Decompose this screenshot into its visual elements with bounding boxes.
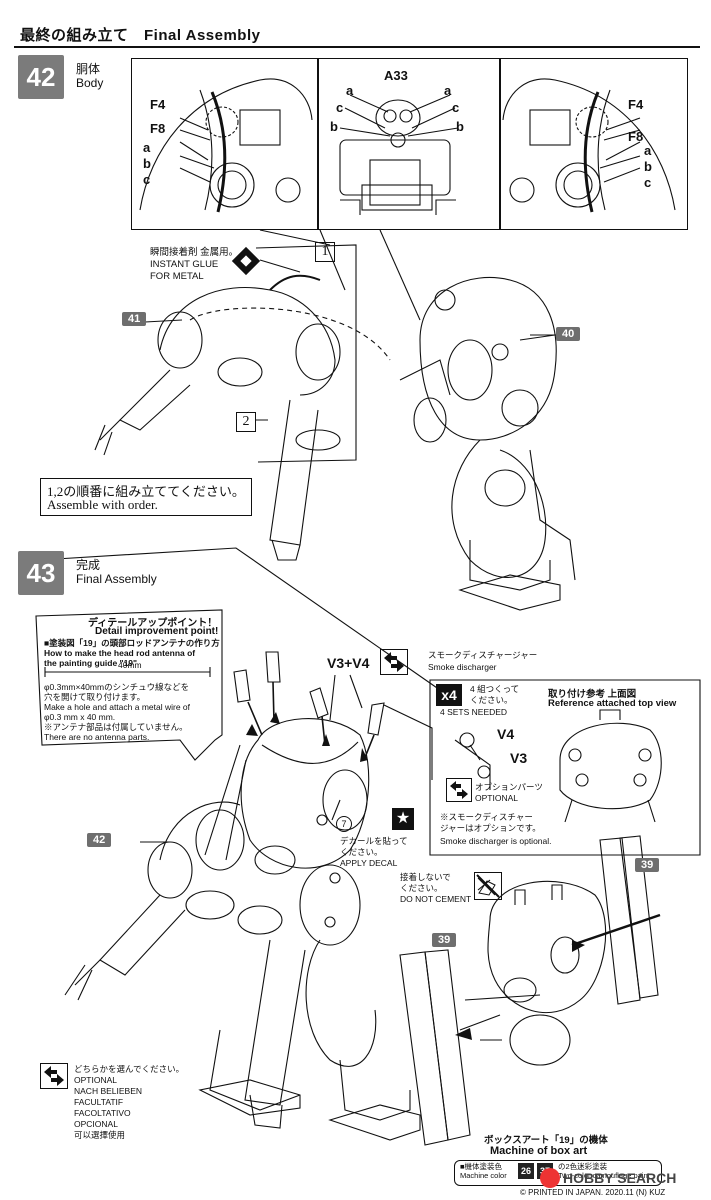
order-note-en: Assemble with order.: [47, 497, 158, 512]
color-chip-26: 26: [518, 1163, 534, 1179]
no-cement-en: DO NOT CEMENT: [400, 894, 472, 904]
tip-line2-en: Make a hole and attach a metal wire of: [44, 702, 190, 712]
box-art-title-jp: ボックスアート「19」の機体: [484, 1135, 608, 1146]
step42-name-en: Body: [76, 76, 104, 90]
label-b-right: b: [644, 159, 652, 174]
optional-parts-en: OPTIONAL: [475, 793, 518, 803]
order-note-box: [40, 478, 252, 516]
header-rule: [14, 18, 700, 48]
machine-color-jp: ■機体塗装色: [460, 1162, 503, 1171]
step43-name-jp: 完成: [76, 558, 101, 572]
step-number-43: 43: [18, 551, 64, 595]
tip-line3-jp: ※アンテナ部品は付属していません。: [44, 722, 188, 732]
make4-jp: 4 組つくって: [470, 684, 520, 694]
label-b-left: b: [143, 156, 151, 171]
hobby-search-logo-icon: [540, 1168, 560, 1188]
label-f4-left: F4: [150, 97, 166, 112]
make4-jp2: ください。: [470, 695, 513, 705]
quantity-badge: x4: [436, 684, 462, 706]
label-c-center-l: c: [336, 100, 344, 115]
box-art-title-en: Machine of box art: [490, 1145, 588, 1157]
box-art-color-box: [454, 1160, 662, 1186]
tip-title-en: Detail improvement point!: [95, 626, 219, 637]
watermark: HOBBY SEARCH: [563, 1170, 677, 1186]
label-c-left: c: [143, 172, 151, 187]
option-legend-de: NACH BELIEBEN: [74, 1086, 143, 1096]
ref-view-en: Reference attached top view: [548, 698, 677, 709]
tip-line1-en2: the painting guide "19": [44, 658, 138, 668]
smoke-note-jp2: ジャーはオプションです。: [440, 823, 541, 833]
label-f8-left: F8: [150, 121, 166, 136]
tip-dimension: 40mm: [118, 660, 142, 670]
label-a33: A33: [384, 68, 408, 83]
machine-color-en: Machine color: [460, 1171, 507, 1180]
tip-line1-en: How to make the head rod antenna of: [44, 648, 196, 658]
camo-en: Two-color camouflage paint: [558, 1171, 650, 1180]
decal-star-icon: ★: [392, 808, 414, 830]
label-v3: V3: [510, 750, 528, 766]
label-b-center-l: b: [330, 119, 338, 134]
label-c-center-r: c: [452, 100, 460, 115]
make4-en: 4 SETS NEEDED: [440, 707, 508, 717]
option-legend-en: OPTIONAL: [74, 1075, 117, 1085]
order-note-jp: 1,2の順番に組み立ててください。: [47, 484, 245, 499]
smoke-label-en: Smoke discharger: [428, 662, 497, 672]
decal-jp2: ください。: [340, 847, 383, 857]
option-legend-icon: [40, 1063, 68, 1089]
option-legend-jp: どちらかを選んでください。: [74, 1064, 185, 1074]
label-f4-right: F4: [628, 97, 644, 112]
tip-line3-en: There are no antenna parts.: [44, 732, 150, 742]
page-title: 最終の組み立て Final Assembly: [20, 27, 261, 44]
tip-title-jp: ディテールアップポイント！: [88, 618, 218, 629]
no-cement-jp2: ください。: [400, 883, 443, 893]
panel-divider: [317, 58, 319, 230]
option-legend-es: OPCIONAL: [74, 1119, 118, 1129]
label-f8-right: F8: [628, 129, 644, 144]
step43-name-en: Final Assembly: [76, 572, 157, 586]
label-a-left: a: [143, 140, 151, 155]
label-a-center-r: a: [444, 83, 452, 98]
label-c-right: c: [644, 175, 652, 190]
smoke-label-jp: スモークディスチャージャー: [428, 650, 538, 660]
option-legend-zh: 可以選擇使用: [74, 1130, 126, 1140]
glue-note-en-2: FOR METAL: [150, 271, 204, 282]
optional-arrows-icon: [380, 649, 408, 675]
part-tag-42: 42: [87, 833, 112, 847]
option-legend-fr: FACULTATIF: [74, 1097, 124, 1107]
optional-parts-jp: オプションパーツ: [475, 782, 543, 792]
label-v3v4: V3+V4: [327, 655, 370, 671]
smoke-note-en: Smoke discharger is optional.: [440, 836, 552, 846]
step42-name-jp: 胴体: [76, 62, 101, 76]
part-tag-40: 40: [556, 327, 581, 341]
decal-en: APPLY DECAL: [340, 858, 398, 868]
tip-line1-jp: ■塗装図「19」の頭部ロッドアンテナの作り方: [44, 638, 220, 648]
glue-note-en-1: INSTANT GLUE: [150, 259, 219, 270]
tip-line2-jp2: 穴を開けて取り付けます。: [44, 692, 146, 702]
label-a-center-l: a: [346, 83, 354, 98]
part-tag-41: 41: [122, 312, 147, 326]
part-tag-39-right: 39: [635, 858, 660, 872]
glue-note-jp: 瞬間接着剤 金属用。: [150, 247, 239, 258]
camo-jp: の2色迷彩塗装: [558, 1162, 608, 1171]
tip-line2-en2: φ0.3 mm x 40 mm.: [44, 712, 116, 722]
step-number-42: 42: [18, 55, 64, 99]
no-cement-jp: 接着しないで: [400, 872, 451, 882]
label-a-right: a: [644, 143, 652, 158]
decal-number: 7: [336, 816, 352, 832]
decal-jp: デカールを貼って: [340, 836, 408, 846]
part-tag-39-left: 39: [432, 933, 457, 947]
smoke-note-jp: ※スモークディスチャー: [440, 812, 533, 822]
order-number-2: 2: [236, 412, 256, 432]
tip-line2-jp: φ0.3mm×40mmのシンチュウ線などを: [44, 682, 190, 692]
no-cement-icon: [474, 872, 502, 900]
label-b-center-r: b: [456, 119, 464, 134]
order-number-1: 1: [315, 242, 335, 262]
panel-divider: [499, 58, 501, 230]
label-v4: V4: [497, 726, 515, 742]
printed-note: © PRINTED IN JAPAN. 2020.11 (N) KUZ: [520, 1188, 666, 1197]
option-legend-it: FACOLTATIVO: [74, 1108, 131, 1118]
ref-view-jp: 取り付け参考 上面図: [548, 689, 637, 700]
optional-arrows-icon-small: [446, 778, 472, 802]
